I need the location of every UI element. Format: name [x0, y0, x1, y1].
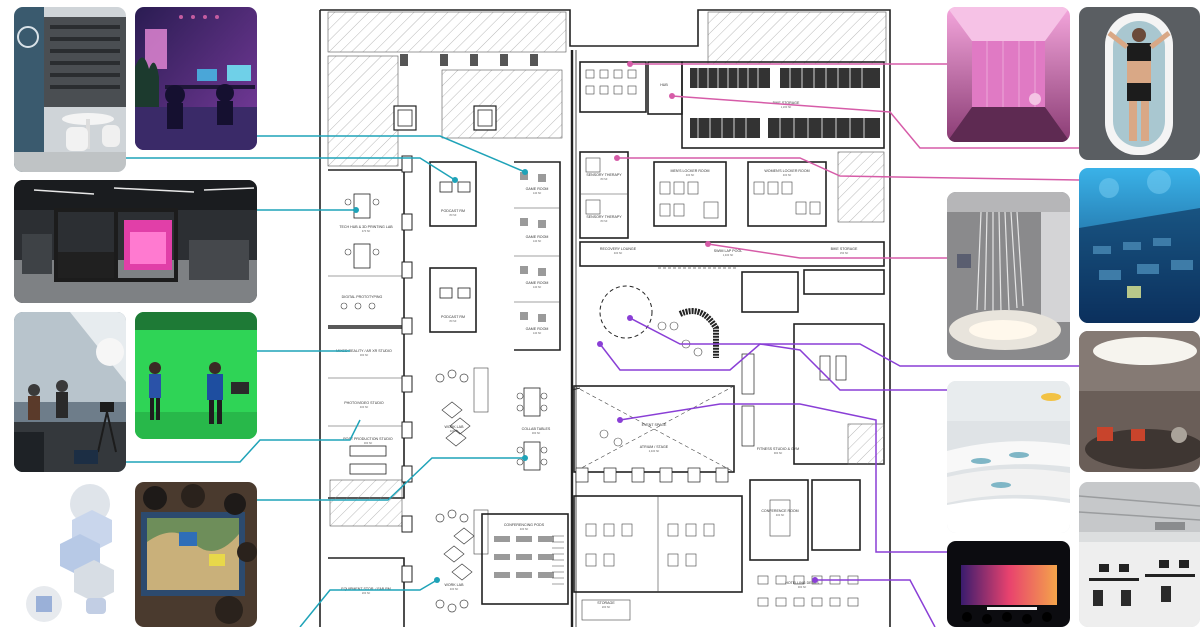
room-label: GAME ROOM — [526, 187, 549, 191]
photo-amphitheater — [947, 381, 1070, 533]
room-label: HOTELLING DESKS — [785, 581, 819, 585]
room-area: 200 SF — [362, 591, 371, 595]
room-label: PODCAST RM — [441, 315, 465, 319]
room-area: 300 SF — [364, 441, 373, 445]
room-label: SENSORY THERAPY — [586, 215, 622, 219]
room-label: EVENT SPACE — [642, 423, 667, 427]
photo-video-studio — [14, 312, 126, 472]
room-area: 140 SF — [533, 285, 542, 289]
photo-gaming-room — [135, 7, 257, 150]
room-area: 470 SF — [362, 229, 371, 233]
room-label: ATRIUM / STAGE — [640, 445, 669, 449]
room-label: TECH HUB & 3D PRINTING LAB — [339, 225, 393, 229]
photo-light-installation — [947, 192, 1070, 360]
room-label: CONFERENCING PODS — [504, 523, 545, 527]
room-label: HUB — [660, 83, 668, 87]
room-area: 400 SF — [520, 527, 529, 531]
room-label: SWIM LAP POOL — [714, 249, 743, 253]
room-label: BIKE STORAGE — [831, 247, 858, 251]
room-area: 1,200 SF — [781, 105, 792, 109]
photo-open-office — [1079, 482, 1200, 627]
room-area: 140 SF — [533, 239, 542, 243]
room-area: 400 SF — [686, 173, 695, 177]
room-area: 150 SF — [840, 251, 849, 255]
room-area: 2,400 SF — [649, 449, 660, 453]
room-area: 400 SF — [614, 251, 623, 255]
room-area: 300 SF — [360, 353, 369, 357]
room-label: WORK LAB — [445, 583, 465, 587]
room-label: WORK LAB — [445, 425, 465, 429]
room-area: 400 SF — [450, 587, 459, 591]
room-area: 400 SF — [783, 173, 792, 177]
room-area: 400 SF — [776, 513, 785, 517]
room-label: PHOTO/VIDEO STUDIO — [344, 401, 384, 405]
room-label: PODCAST RM — [441, 209, 465, 213]
room-area: 400 SF — [450, 429, 459, 433]
room-label: COLLAB TABLES — [522, 427, 551, 431]
room-label: RECOVERY LOUNGE — [600, 247, 637, 251]
room-label: CONFERENCE ROOM — [761, 509, 798, 513]
photo-pink-room — [947, 7, 1070, 142]
photo-interactive-table — [135, 482, 257, 627]
photo-podcast-booth — [14, 7, 126, 172]
room-label: MEN'S LOCKER ROOM — [670, 169, 709, 173]
room-label: FITNESS STUDIO & GYM — [757, 447, 799, 451]
photo-tech-lab — [14, 180, 257, 303]
photo-floor-seating — [14, 480, 126, 627]
room-area: 900 SF — [798, 585, 807, 589]
room-label: STORAGE — [597, 601, 615, 605]
room-label: DIGITAL PROTOTYPING — [342, 295, 383, 299]
room-area: 200 SF — [602, 605, 611, 609]
room-area: 80 SF — [450, 319, 457, 323]
photo-event-stage — [947, 541, 1070, 627]
room-label: BIKE STORAGE — [773, 101, 800, 105]
room-area: 140 SF — [533, 331, 542, 335]
room-label: GAME ROOM — [526, 235, 549, 239]
room-label: GAME ROOM — [526, 327, 549, 331]
room-area: 1,400 SF — [723, 253, 734, 257]
room-area: 80 SF — [450, 213, 457, 217]
photo-lounge-ceiling — [1079, 331, 1200, 472]
photo-ice-bath — [1079, 7, 1200, 160]
room-area: 140 SF — [533, 191, 542, 195]
room-label: GAME ROOM — [526, 281, 549, 285]
room-label: WOMEN'S LOCKER ROOM — [764, 169, 809, 173]
room-area: 300 SF — [532, 431, 541, 435]
room-area: 80 SF — [601, 177, 608, 181]
room-area: 900 SF — [774, 451, 783, 455]
photo-green-screen — [135, 312, 257, 439]
room-label: POST PRODUCTION STUDIO — [343, 437, 393, 441]
room-label: MIXED REALITY / AR XR STUDIO — [336, 349, 392, 353]
room-label: EQUIPMENT STOR. / FAB RM — [341, 587, 391, 591]
room-label: SENSORY THERAPY — [586, 173, 622, 177]
room-area: 80 SF — [601, 219, 608, 223]
photo-blue-pool — [1079, 168, 1200, 323]
room-area: 400 SF — [360, 405, 369, 409]
floor-plan: TECH HUB & 3D PRINTING LAB 470 SF PODCAS… — [318, 6, 894, 627]
